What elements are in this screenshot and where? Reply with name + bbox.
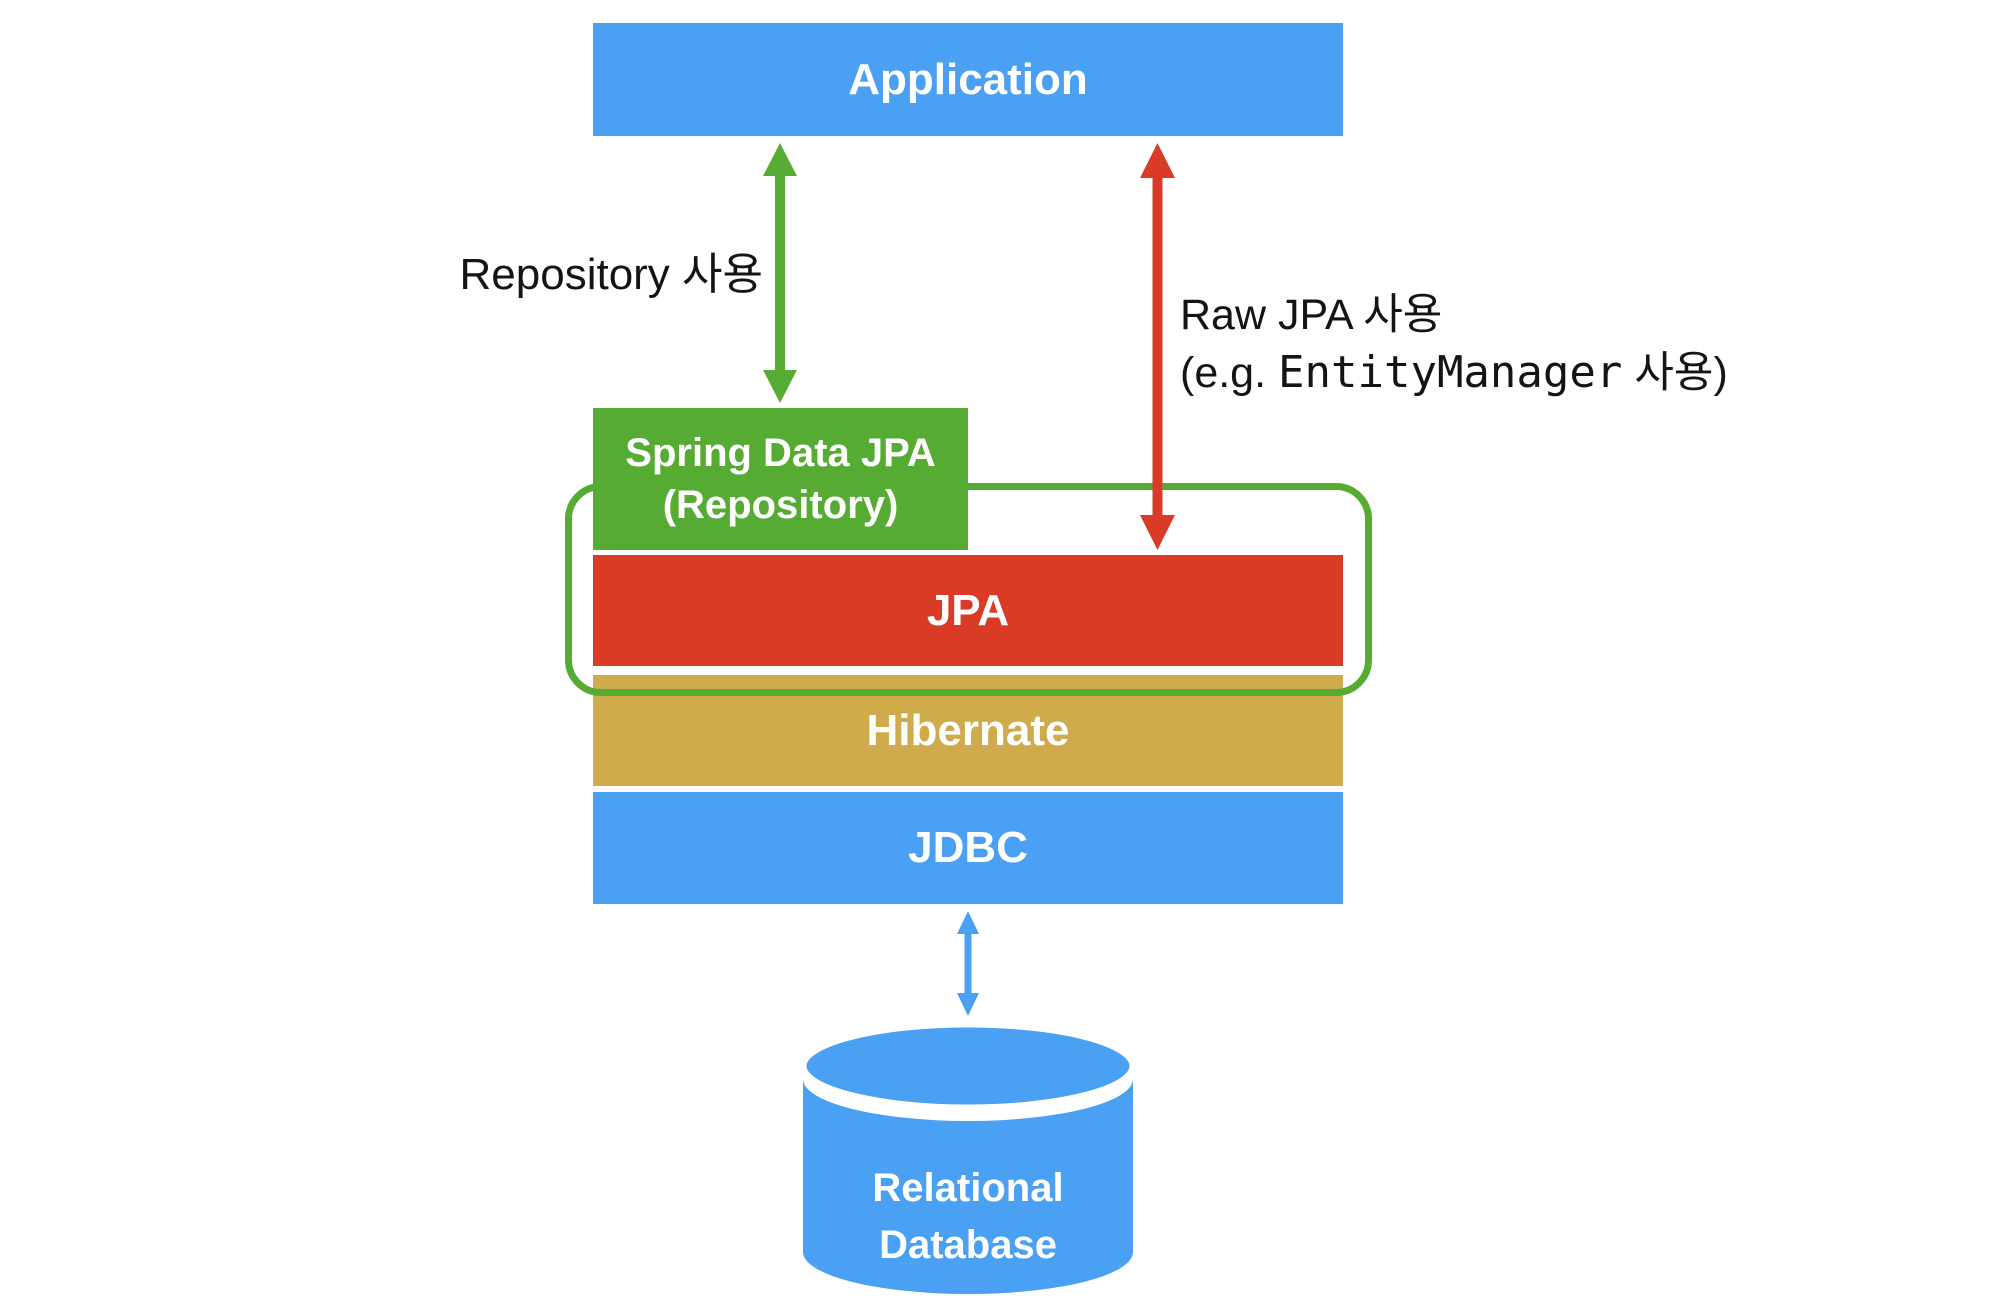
raw-jpa-usage-arrow-label: Raw JPA 사용 (e.g. EntityManager 사용)	[1180, 286, 1728, 402]
spring-data-jpa-label-line1: Spring Data JPA	[625, 431, 936, 475]
spring-data-jpa-label-line2: (Repository)	[662, 483, 899, 527]
relational-database-label-line1: Relational	[872, 1166, 1064, 1210]
raw-jpa-label-line2: (e.g. EntityManager 사용)	[1180, 344, 1728, 402]
jpa-label: JPA	[926, 585, 1010, 635]
database-cylinder-lid	[799, 1020, 1137, 1112]
spring-data-jpa-label: Spring Data JPA (Repository)	[625, 427, 935, 531]
raw-jpa-label-line2-suffix: 사용)	[1622, 349, 1728, 397]
jdbc-node: JDBC	[593, 792, 1343, 904]
raw-jpa-label-line1: Raw JPA 사용	[1180, 291, 1443, 339]
application-label: Application	[848, 54, 1088, 104]
repository-usage-arrow-label: Repository 사용	[459, 250, 764, 299]
relational-database-label: Relational Database	[803, 1160, 1133, 1274]
relational-database-label-line2: Database	[879, 1223, 1057, 1267]
spring-data-jpa-node: Spring Data JPA (Repository)	[593, 408, 968, 550]
jdbc-db-arrow	[957, 911, 979, 1016]
jpa-node: JPA	[593, 555, 1343, 666]
jdbc-label: JDBC	[908, 823, 1028, 872]
application-node: Application	[593, 23, 1343, 136]
jpa-group-outline	[565, 483, 1372, 696]
hibernate-label: Hibernate	[866, 705, 1070, 755]
raw-jpa-label-line2-prefix: (e.g.	[1180, 349, 1278, 397]
repository-usage-arrow	[763, 143, 797, 403]
raw-jpa-label-line2-code: EntityManager	[1278, 347, 1623, 398]
